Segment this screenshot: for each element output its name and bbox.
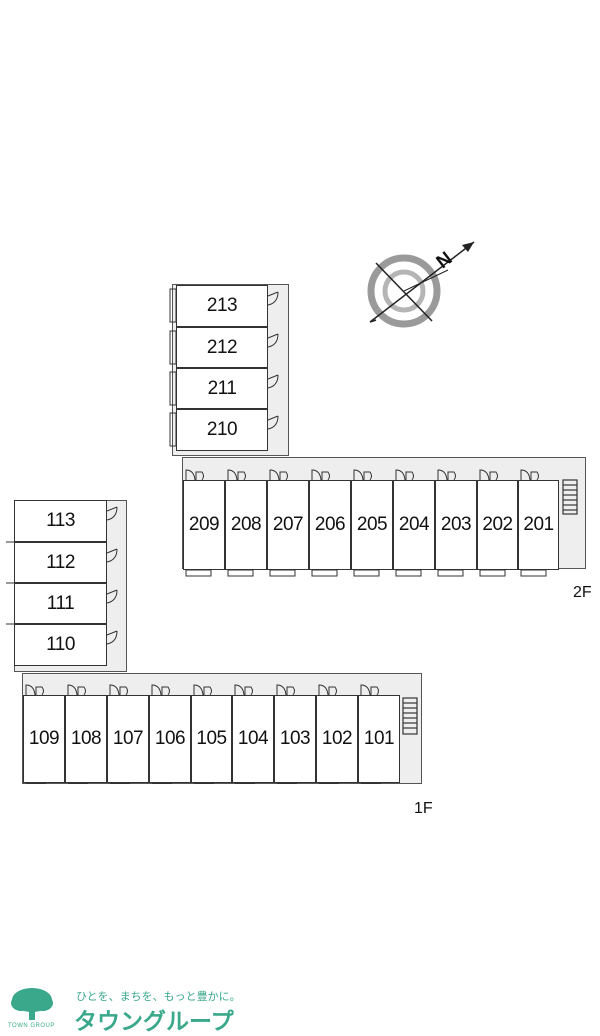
door-icon: [67, 684, 86, 696]
room-207: 207: [267, 480, 309, 570]
room-number: 101: [363, 728, 395, 749]
door-icon: [106, 506, 118, 521]
town-group-logo-icon: [11, 988, 53, 1020]
room-number: 210: [206, 419, 238, 440]
door-icon: [25, 684, 44, 696]
room-number: 107: [112, 728, 144, 749]
room-208: 208: [225, 480, 267, 570]
door-icon: [353, 469, 372, 481]
door-icon: [151, 684, 170, 696]
room-number: 201: [523, 514, 554, 535]
room-108: 108: [65, 695, 107, 783]
door-icon: [311, 469, 330, 481]
room-number: 206: [314, 514, 346, 535]
room-113: 113: [14, 500, 107, 542]
room-201: 201: [518, 480, 559, 570]
room-110: 110: [14, 624, 107, 666]
door-icon: [267, 291, 279, 306]
door-icon: [267, 333, 279, 348]
room-106: 106: [149, 695, 191, 783]
room-number: 110: [46, 634, 75, 655]
door-icon: [106, 548, 118, 563]
brand-logo-text: タウングループ: [74, 1008, 234, 1034]
room-number: 202: [482, 514, 513, 535]
room-number: 205: [356, 514, 388, 535]
window-icon: [169, 412, 177, 447]
room-number: 111: [46, 592, 75, 614]
room-205: 205: [351, 480, 393, 570]
door-icon: [318, 684, 337, 696]
room-102: 102: [316, 695, 358, 783]
room-103: 103: [274, 695, 316, 783]
room-number: 209: [188, 514, 220, 535]
door-icon: [106, 630, 118, 645]
room-number: 112: [46, 551, 75, 573]
door-icon: [360, 684, 379, 696]
door-icon: [267, 415, 279, 430]
door-icon: [437, 469, 456, 481]
logo-subtext: TOWN GROUP: [8, 1023, 55, 1029]
room-number: 208: [230, 514, 262, 535]
window-icon: [169, 288, 177, 323]
room-number: 108: [70, 728, 102, 749]
room-number: 103: [279, 728, 311, 749]
room-104: 104: [232, 695, 274, 783]
door-icon: [479, 469, 498, 481]
floor-label-1f: 1F: [414, 800, 433, 817]
door-icon: [395, 469, 414, 481]
door-icon: [109, 684, 128, 696]
room-number: 203: [440, 514, 472, 535]
floor-label-2f: 2F: [573, 584, 592, 601]
door-icon: [185, 469, 204, 481]
room-number: 106: [154, 728, 186, 749]
room-206: 206: [309, 480, 351, 570]
room-number: 104: [237, 728, 269, 749]
window-icon: [169, 330, 177, 365]
room-111: 111: [14, 583, 107, 624]
room-number: 109: [28, 728, 60, 749]
door-icon: [106, 589, 118, 604]
room-number: 212: [206, 336, 238, 358]
room-number: 204: [398, 514, 430, 535]
compass-icon: [367, 241, 475, 328]
room-number: 102: [321, 728, 353, 749]
room-107: 107: [107, 695, 149, 783]
door-icon: [520, 469, 539, 481]
room-number: 113: [46, 510, 75, 531]
room-109: 109: [23, 695, 65, 783]
room-number: 207: [272, 514, 304, 535]
room-203: 203: [435, 480, 477, 570]
room-number: 105: [196, 728, 227, 749]
room-105: 105: [191, 695, 232, 783]
room-number: 211: [207, 377, 237, 399]
room-212: 212: [176, 327, 268, 368]
door-icon: [193, 684, 212, 696]
room-211: 211: [176, 368, 268, 409]
room-204: 204: [393, 480, 435, 570]
stairs-icon: [562, 479, 578, 515]
door-icon: [227, 469, 246, 481]
room-112: 112: [14, 542, 107, 583]
room-213: 213: [176, 285, 268, 327]
room-202: 202: [477, 480, 518, 570]
door-icon: [269, 469, 288, 481]
room-number: 213: [206, 295, 238, 316]
room-210: 210: [176, 409, 268, 451]
door-icon: [276, 684, 295, 696]
brand-tagline: ひとを、まちを、もっと豊かに。: [76, 991, 241, 1003]
door-icon: [234, 684, 253, 696]
stairs-icon: [402, 697, 418, 735]
room-209: 209: [183, 480, 225, 570]
room-101: 101: [358, 695, 400, 783]
window-icon: [169, 371, 177, 406]
door-icon: [267, 374, 279, 389]
